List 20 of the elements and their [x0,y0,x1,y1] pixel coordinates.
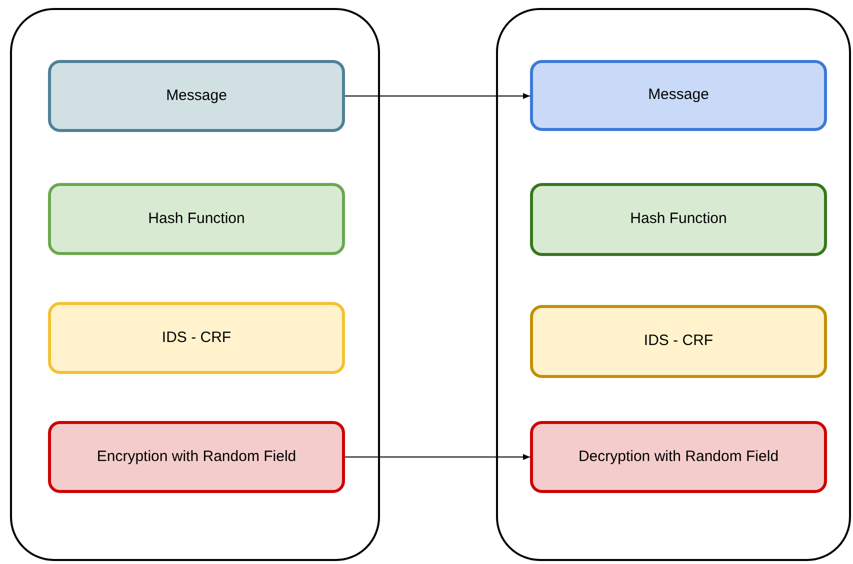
process-box [530,305,827,378]
process-box [530,421,827,493]
arrow [344,93,530,99]
box-label: Encryption with Random Field [96,446,298,467]
panel [10,8,380,561]
box-label: Message [165,86,228,106]
box-label: Message [647,85,710,106]
box-label: Decryption with Random Field [577,446,780,467]
panel [496,8,851,561]
process-box [530,183,827,256]
box-label: IDS - CRF [642,331,714,352]
process-box [48,60,345,132]
box-label: Hash Function [629,209,728,230]
process-box [48,421,345,493]
arrow [344,454,530,460]
box-label: Hash Function [147,208,246,229]
process-box [530,60,827,131]
process-box [48,302,345,374]
process-box [48,183,345,255]
box-label: IDS - CRF [160,328,232,348]
